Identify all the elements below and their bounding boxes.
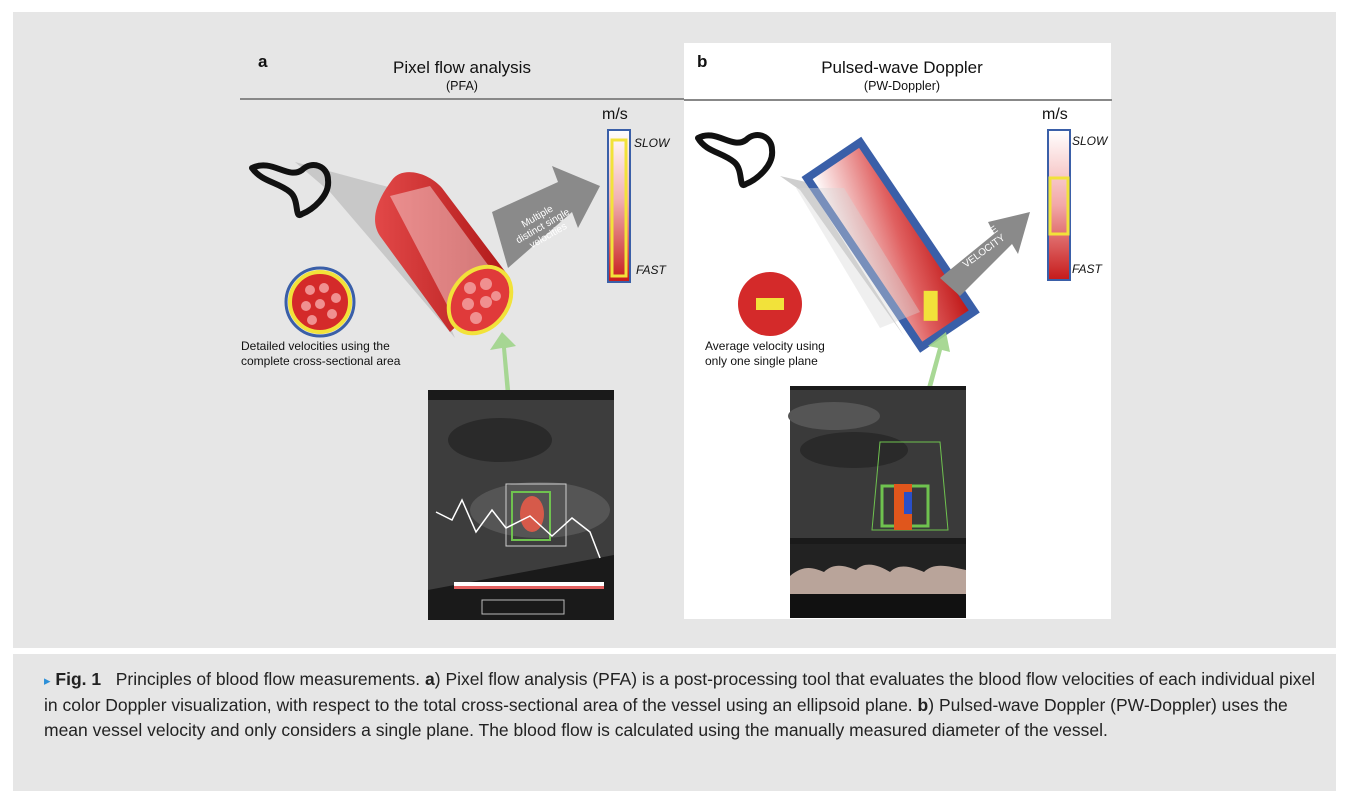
panel-a-title: Pixel flow analysis [393, 58, 531, 77]
velocity-scale-bar [1047, 129, 1071, 281]
panel-b-fast-label: FAST [1072, 262, 1102, 276]
caption-lead: Principles of blood flow measurements. [115, 669, 421, 689]
panel-a-fast-label: FAST [636, 263, 666, 277]
figure-area [13, 12, 1336, 648]
velocity-range-highlight [610, 138, 628, 278]
panel-a-title-rule [240, 98, 684, 100]
velocity-arrow [492, 166, 600, 268]
panel-b-description: Average velocity using only one single p… [705, 339, 825, 368]
caption-a-text: ) Pixel flow analysis (PFA) is a post-pr… [44, 669, 1316, 715]
caption-marker-icon: ▸ [44, 673, 51, 688]
panel-b-title-rule [684, 99, 1112, 101]
panel-b-subtitle: (PW-Doppler) [863, 79, 941, 93]
panel-b-title: Pulsed-wave Doppler [821, 58, 983, 77]
panel-b-slow-label: SLOW [1072, 134, 1108, 148]
panel-b-unit-label: m/s [1042, 106, 1068, 123]
ultrasound-beam [295, 162, 455, 338]
panel-b-illustration [695, 129, 1071, 618]
average-velocity-arrow [940, 212, 1030, 296]
caption-b-marker: b [917, 695, 929, 715]
figure-caption: ▸ Fig. 1 Principles of blood flow measur… [44, 667, 1319, 743]
caption-box: ▸ Fig. 1 Principles of blood flow measur… [13, 654, 1336, 791]
panel-a-illustration [249, 129, 631, 620]
panel-a-subtitle: (PFA) [446, 79, 478, 93]
panel-a-description: Detailed velocities using the complete c… [241, 339, 401, 368]
ultrasound-probe-icon [695, 132, 776, 189]
caption-b-text: ) Pulsed-wave Doppler (PW-Doppler) uses … [44, 695, 1288, 740]
caption-a-marker: a [425, 669, 435, 689]
panel-a-slow-label: SLOW [634, 136, 670, 150]
ultrasound-probe-icon [249, 162, 332, 219]
sample-volume-marker [923, 290, 938, 321]
vessel-cross-section [446, 264, 514, 336]
panel-a-unit-label: m/s [602, 106, 628, 123]
panel-a-letter: a [258, 52, 268, 71]
caption-label: Fig. 1 [55, 669, 102, 689]
panel-b-letter: b [697, 52, 708, 71]
velocity-range-highlight [1048, 176, 1070, 236]
